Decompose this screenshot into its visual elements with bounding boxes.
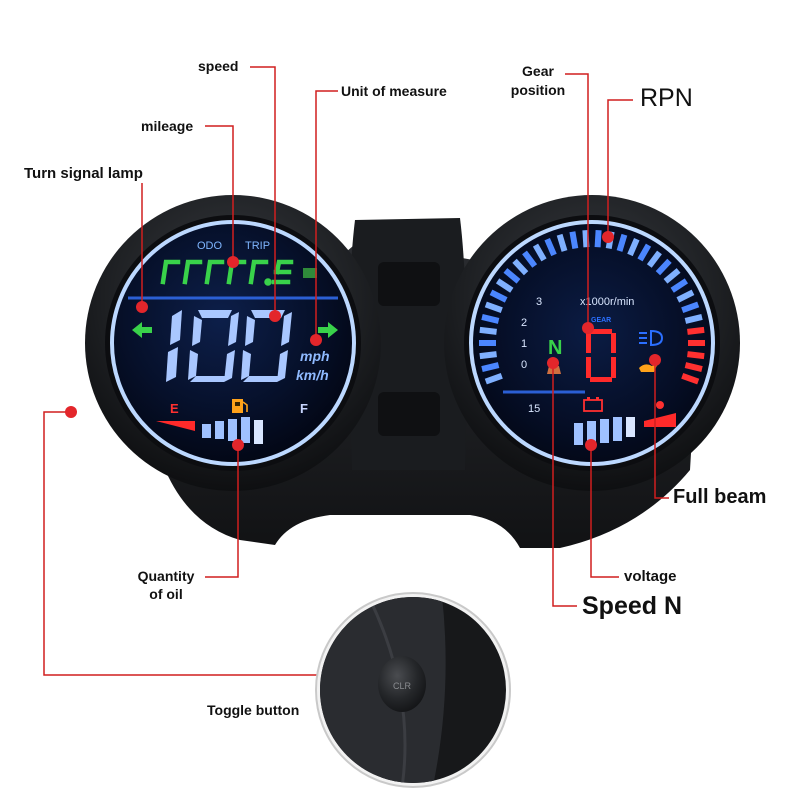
- gear-tag: GEAR: [591, 317, 611, 324]
- label-voltage: voltage: [624, 568, 677, 585]
- scale-15: 15: [528, 403, 540, 415]
- neutral-indicator: N: [548, 337, 562, 359]
- toggle-button-closeup: CLR: [315, 592, 511, 788]
- tach-tick: [663, 268, 681, 284]
- clr-label: CLR: [393, 681, 412, 691]
- temp-hot-marker: [644, 413, 676, 427]
- tach-tick: [655, 258, 672, 276]
- label-full-beam: Full beam: [673, 486, 767, 508]
- tach-tick: [481, 313, 500, 324]
- high-beam-icon: [639, 329, 664, 347]
- tach-tick: [532, 243, 547, 262]
- tach-tick: [627, 238, 640, 257]
- tach-tick: [582, 230, 590, 248]
- tach-tick: [479, 326, 497, 335]
- tach-tick: [594, 230, 602, 248]
- center-window-bottom: [378, 392, 440, 436]
- label-rpn: RPN: [640, 84, 693, 112]
- battery-icon: [583, 397, 603, 412]
- fuel-empty-marker: [156, 421, 195, 431]
- tach-tick: [489, 289, 508, 303]
- tach-tick: [484, 372, 503, 385]
- tach-tick: [479, 351, 497, 360]
- fuel-full-label: F: [300, 401, 308, 416]
- label-unit-of-measure: Unit of measure: [341, 83, 447, 99]
- scale-3: 3: [536, 296, 542, 308]
- tach-tick: [616, 233, 628, 252]
- center-window-top: [378, 262, 440, 306]
- temp-warning-icon: [656, 401, 664, 409]
- turn-signal-right-icon: [318, 322, 338, 338]
- scale-0: 0: [521, 359, 527, 371]
- scale-1: 1: [521, 338, 527, 350]
- label-quantity-of-oil-1: Quantity: [137, 568, 195, 584]
- odo-label: ODO: [197, 240, 223, 252]
- tach-tick: [556, 233, 568, 252]
- tach-tick: [544, 238, 557, 257]
- callout-lines: [43, 66, 669, 676]
- label-turn-signal-lamp: Turn signal lamp: [24, 165, 143, 182]
- mileage-display: [160, 259, 294, 286]
- tach-tick: [512, 258, 529, 276]
- rpm-unit-label: x1000r/min: [580, 296, 634, 308]
- gear-value: 0: [0, 0, 1, 1]
- tach-tick: [681, 301, 700, 314]
- tach-tick: [681, 372, 700, 385]
- label-mileage: mileage: [141, 118, 194, 134]
- unit-mph: mph: [300, 348, 330, 364]
- fuel-gauge-bars: [202, 417, 263, 444]
- tach-tick: [495, 278, 514, 293]
- right-dial: x1000r/min 3 2 1 0 15 N GEAR 0: [0, 0, 740, 491]
- trip-label: TRIP: [245, 240, 270, 252]
- fuel-empty-label: E: [170, 401, 179, 416]
- tach-tick: [684, 362, 703, 373]
- gear-display: [586, 329, 616, 382]
- tach-tick: [687, 326, 705, 335]
- scale-2: 2: [521, 317, 527, 329]
- fuel-pump-icon: [232, 399, 248, 413]
- tach-tick: [646, 250, 662, 268]
- unit-kmh: km/h: [296, 367, 329, 383]
- label-gear-position-1: Gear: [522, 63, 554, 79]
- label-gear-position-2: position: [510, 82, 566, 98]
- tach-tick: [503, 268, 521, 284]
- tach-tick: [481, 362, 500, 373]
- tach-tick: [684, 313, 703, 324]
- label-speed-n: Speed N: [582, 592, 683, 620]
- label-speed: speed: [198, 58, 239, 74]
- mileage-unit-icon: [303, 268, 317, 278]
- tach-tick: [637, 243, 652, 262]
- speed-display: [166, 310, 292, 382]
- oil-can-icon: [639, 363, 658, 372]
- tach-tick: [484, 301, 503, 314]
- tach-tick: [569, 231, 579, 250]
- tach-tick: [676, 289, 695, 303]
- label-quantity-of-oil-2: of oil: [149, 586, 183, 602]
- temperature-gauge-bars: [574, 417, 635, 445]
- tach-tick: [522, 250, 538, 268]
- tach-tick: [687, 351, 705, 360]
- label-toggle-button: Toggle button: [207, 702, 300, 718]
- turn-signal-left-icon: [132, 322, 152, 338]
- callout-dots: [65, 231, 661, 451]
- tach-tick: [670, 278, 689, 293]
